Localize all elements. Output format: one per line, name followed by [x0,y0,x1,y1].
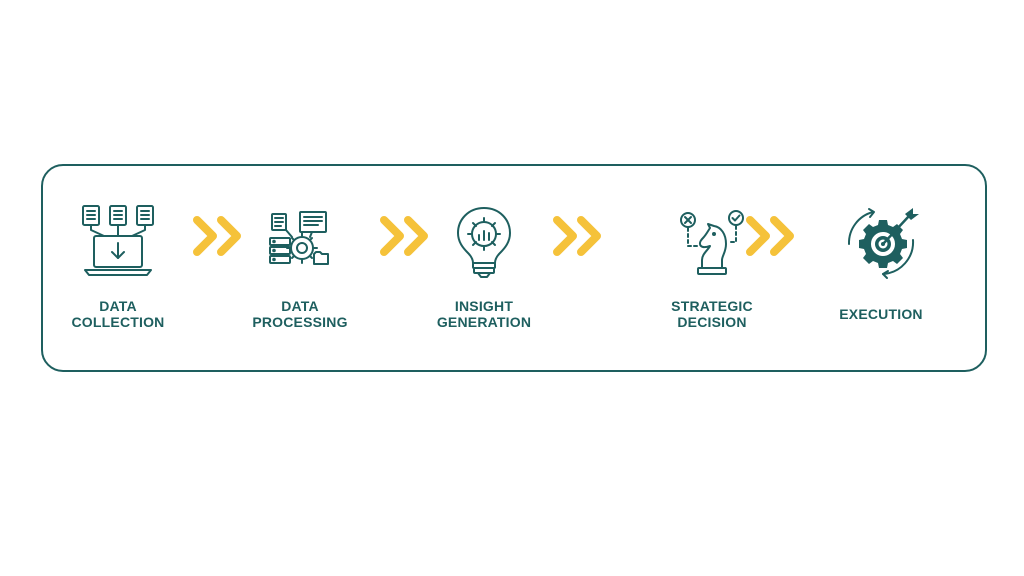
step-execution: EXECUTION [806,202,956,322]
step-label: EXECUTION [839,306,923,322]
step-label: DATA COLLECTION [71,298,165,330]
gear-target-arrow-icon [841,202,921,282]
lightbulb-gear-icon [444,202,524,282]
step-label: INSIGHT GENERATION [436,298,532,330]
data-processing-gear-icon [260,202,340,282]
process-flow-container: DATA COLLECTION [41,164,987,372]
chess-knight-decision-icon [672,202,752,282]
double-chevron-right-icon [191,214,249,258]
step-data-collection: DATA COLLECTION [43,202,193,330]
step-label: DATA PROCESSING [252,298,348,330]
step-label: STRATEGIC DECISION [671,298,753,330]
step-insight-generation: INSIGHT GENERATION [409,202,559,330]
double-chevron-right-icon [378,214,436,258]
step-data-processing: DATA PROCESSING [225,202,375,330]
laptop-documents-icon [78,202,158,282]
step-strategic-decision: STRATEGIC DECISION [637,202,787,330]
double-chevron-right-icon [744,214,802,258]
double-chevron-right-icon [551,214,609,258]
